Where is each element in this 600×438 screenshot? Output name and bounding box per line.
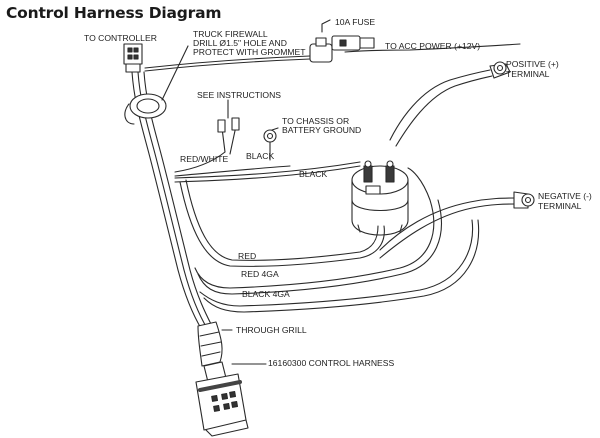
chassis-leader bbox=[271, 127, 279, 131]
label-negative-2: TERMINAL bbox=[538, 201, 582, 211]
label-fuse: 10A FUSE bbox=[335, 17, 376, 27]
label-to-controller: TO CONTROLLER bbox=[84, 33, 157, 43]
controller-connector bbox=[123, 43, 143, 73]
fuse-holder bbox=[309, 19, 375, 63]
harness-plug bbox=[195, 361, 249, 437]
diagram-title: Control Harness Diagram bbox=[6, 4, 222, 22]
small-wires bbox=[174, 117, 291, 177]
label-chassis-1: TO CHASSIS OR bbox=[282, 116, 350, 126]
label-firewall-1: TRUCK FIREWALL bbox=[193, 29, 268, 39]
label-positive-2: TERMINAL bbox=[506, 69, 550, 79]
label-firewall-2: DRILL Ø1.5" HOLE AND bbox=[193, 38, 287, 48]
label-control-harness: 16160300 CONTROL HARNESS bbox=[268, 358, 395, 368]
label-red-4ga: RED 4GA bbox=[241, 269, 279, 279]
grommet bbox=[124, 93, 167, 125]
negative-cable bbox=[379, 191, 535, 259]
positive-cable bbox=[389, 61, 511, 147]
grill-collar bbox=[197, 321, 223, 367]
label-black-4ga: BLACK 4GA bbox=[242, 289, 290, 299]
label-black-small: BLACK bbox=[246, 151, 275, 161]
label-chassis-2: BATTERY GROUND bbox=[282, 125, 362, 135]
label-red: RED bbox=[238, 251, 257, 261]
label-see-instructions: SEE INSTRUCTIONS bbox=[197, 90, 282, 100]
label-acc-power: TO ACC POWER (+12V) bbox=[385, 41, 481, 51]
firewall-leader bbox=[161, 45, 189, 101]
label-through-grill: THROUGH GRILL bbox=[236, 325, 307, 335]
label-firewall-3: PROTECT WITH GROMMET bbox=[193, 47, 306, 57]
label-red-white: RED/WHITE bbox=[180, 154, 229, 164]
acc-power-wire bbox=[144, 43, 521, 72]
label-positive-1: POSITIVE (+) bbox=[506, 59, 559, 69]
black-wire bbox=[174, 161, 361, 183]
solenoid bbox=[351, 160, 409, 236]
power-loops bbox=[179, 167, 480, 313]
label-negative-1: NEGATIVE (-) bbox=[538, 191, 592, 201]
label-black-wire: BLACK bbox=[299, 169, 328, 179]
